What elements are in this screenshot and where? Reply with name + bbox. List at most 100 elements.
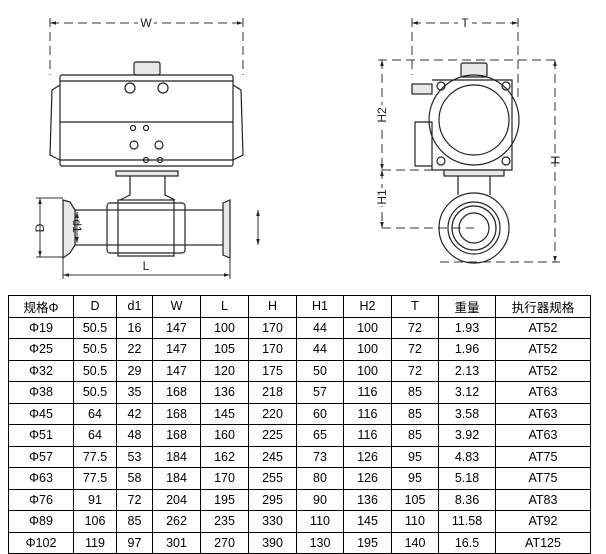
table-cell: 106 [73,510,117,533]
table-cell: Φ19 [8,316,74,339]
table-cell: 301 [152,531,201,554]
table-cell: 77.5 [73,467,117,490]
table-cell: 77.5 [73,445,117,468]
column-header: H [248,295,297,318]
table-cell: 170 [248,338,297,361]
table-cell: 245 [248,445,297,468]
table-cell: AT75 [495,445,591,468]
table-cell: 145 [200,402,249,425]
table-cell: AT52 [495,338,591,361]
table-cell: 57 [296,381,344,404]
valve-technical-drawing: W D d1 L T [33,14,562,279]
table-cell: 170 [200,467,249,490]
table-cell: Φ32 [8,359,74,382]
table-cell: 184 [152,445,201,468]
table-cell: 3.12 [438,381,496,404]
table-cell: 72 [391,338,439,361]
table-cell: 50.5 [73,359,117,382]
table-cell: 80 [296,467,344,490]
table-cell: 4.83 [438,445,496,468]
table-cell: 147 [152,359,201,382]
table-cell: 2.13 [438,359,496,382]
dimension-label-l: L [143,259,150,273]
table-cell: 110 [391,510,439,533]
dimension-label-h2: H2 [375,107,389,123]
table-cell: 168 [152,402,201,425]
table-cell: 91 [73,488,117,511]
table-cell: 1.96 [438,338,496,361]
table-cell: 48 [116,424,153,447]
table-cell: 168 [152,381,201,404]
table-cell: 255 [248,467,297,490]
column-header: D [73,295,117,318]
table-cell: 72 [391,316,439,339]
table-cell: 330 [248,510,297,533]
table-cell: Φ45 [8,402,74,425]
table-cell: 195 [200,488,249,511]
table-cell: 105 [200,338,249,361]
table-cell: 270 [200,531,249,554]
table-cell: Φ76 [8,488,74,511]
table-cell: 218 [248,381,297,404]
table-cell: 50.5 [73,316,117,339]
table-cell: 100 [343,359,392,382]
table-cell: 184 [152,467,201,490]
dimension-label-h1: H1 [375,189,389,205]
table-cell: Φ38 [8,381,74,404]
table-cell: 35 [116,381,153,404]
table-cell: 72 [116,488,153,511]
table-cell: 44 [296,316,344,339]
front-view: W D d1 L [33,14,260,279]
table-cell: 72 [391,359,439,382]
table-cell: 85 [391,402,439,425]
table-cell: 126 [343,445,392,468]
table-cell: 140 [391,531,439,554]
table-cell: 58 [116,467,153,490]
table-cell: Φ63 [8,467,74,490]
table-cell: 60 [296,402,344,425]
table-cell: 85 [391,381,439,404]
table-cell: 126 [343,467,392,490]
table-cell: 16.5 [438,531,496,554]
column-header: 规格Φ [8,295,74,318]
table-cell: 16 [116,316,153,339]
table-cell: 11.58 [438,510,496,533]
table-cell: 175 [248,359,297,382]
table-cell: 85 [391,424,439,447]
table-cell: 95 [391,445,439,468]
column-header: d1 [116,295,153,318]
table-cell: 119 [73,531,117,554]
table-cell: 100 [343,338,392,361]
table-cell: 65 [296,424,344,447]
table-cell: 3.58 [438,402,496,425]
table-cell: 130 [296,531,344,554]
table-cell: Φ89 [8,510,74,533]
table-cell: Φ25 [8,338,74,361]
table-cell: Φ102 [8,531,74,554]
dimension-label-w: W [140,16,152,30]
table-cell: 42 [116,402,153,425]
table-cell: 136 [200,381,249,404]
table-cell: 95 [391,467,439,490]
table-cell: 97 [116,531,153,554]
table-cell: AT92 [495,510,591,533]
table-cell: 220 [248,402,297,425]
table-cell: AT83 [495,488,591,511]
table-cell: 145 [343,510,392,533]
table-cell: 73 [296,445,344,468]
table-cell: 5.18 [438,467,496,490]
table-cell: 100 [343,316,392,339]
table-cell: AT52 [495,359,591,382]
table-cell: 120 [200,359,249,382]
table-cell: 29 [116,359,153,382]
side-view: T H H2 H1 [375,14,562,264]
table-cell: 225 [248,424,297,447]
table-cell: Φ57 [8,445,74,468]
